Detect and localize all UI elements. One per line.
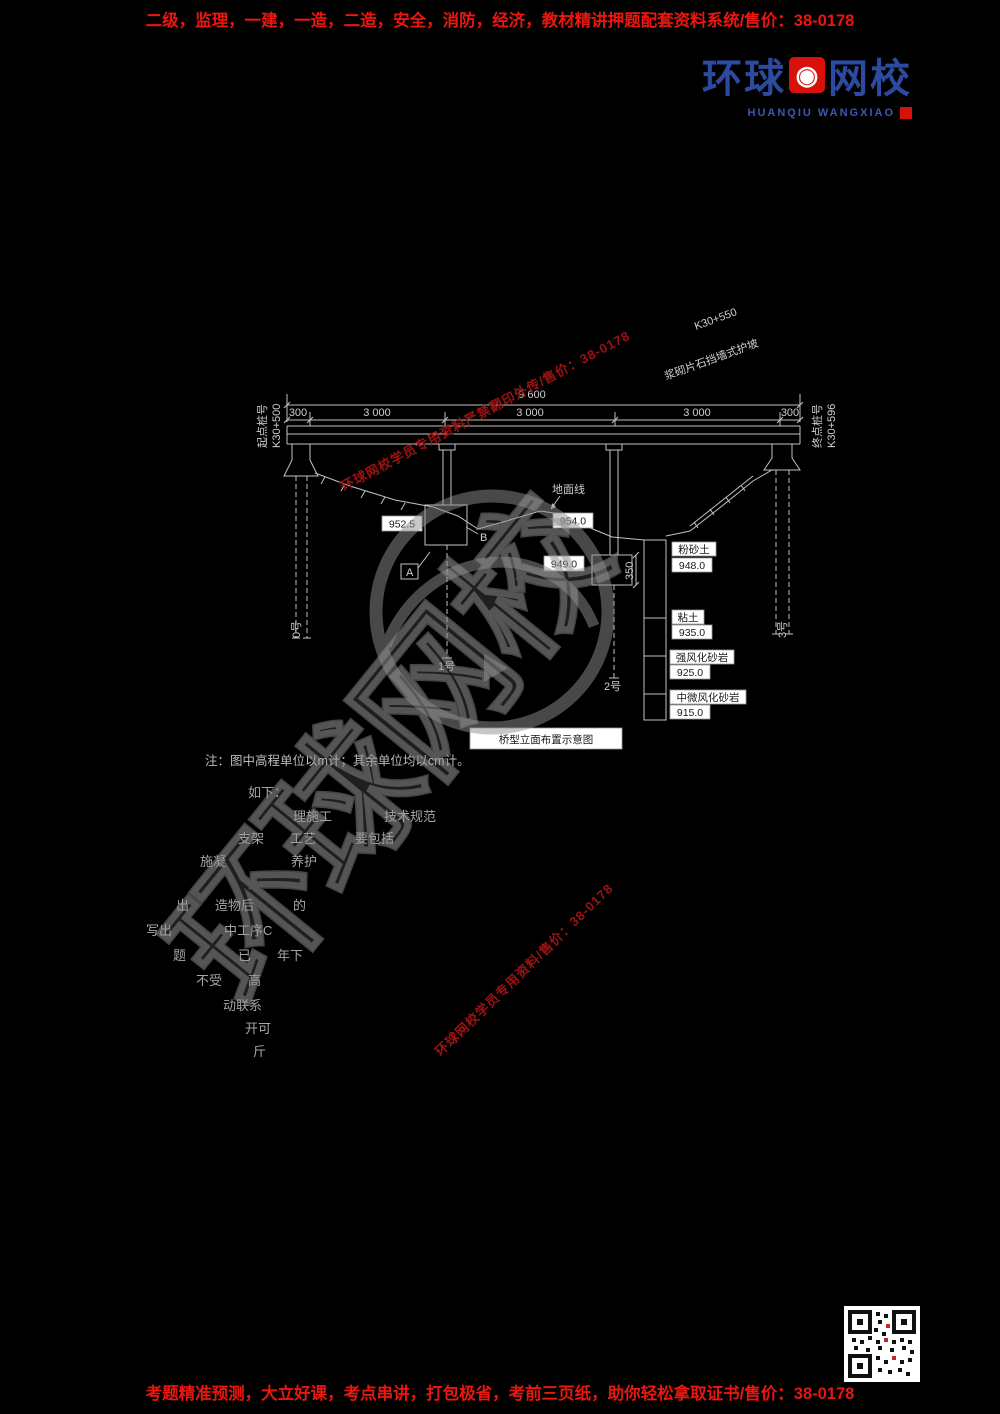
abutment-0: [283, 444, 319, 639]
slope-protection-label: 浆砌片石挡墙式护坡: [662, 336, 760, 383]
pier-3-label: 3号: [776, 621, 789, 638]
body-text-fragment: 施凝 养护: [200, 854, 318, 869]
soil-layer-3-name: 强风化砂岩: [676, 651, 729, 664]
dim-seg-2: 3 000: [363, 407, 391, 419]
abutment-3: [763, 444, 801, 635]
logo-subtitle: HUANQIU WANGXIAO: [747, 107, 895, 119]
top-promo-banner: 二级，监理，一建，一造，二造，安全，消防，经济，教材精讲押题配套资料系统/售价：…: [145, 12, 855, 30]
body-text-fragment: 如下：: [248, 785, 288, 800]
dim-total-label: 9 600: [518, 389, 546, 401]
soil-layer-2-elev: 935.0: [679, 627, 705, 639]
end-station-value: K30+596: [826, 404, 838, 448]
elevation-949-0: 949.0: [543, 555, 585, 572]
logo-globe-icon: ◉: [789, 57, 825, 93]
svg-text:A: A: [406, 567, 414, 579]
soil-layer-1-name: 粉砂土: [678, 543, 710, 556]
school-logo: 环球 ◉ 网校 HUANQIU WANGXIAO: [702, 46, 912, 119]
body-text-fragment: 开可: [245, 1021, 272, 1036]
bridge-deck: [286, 425, 801, 451]
dim-seg-3: 3 000: [516, 407, 544, 419]
dim-seg-4: 3 000: [683, 407, 711, 419]
pier-1-label: 1号: [438, 660, 455, 673]
body-text-fragment: 出 造物后 的: [176, 898, 307, 913]
body-text-fragment: 动联系: [223, 998, 263, 1013]
body-text-fragment: 理施工 技术规范: [293, 809, 437, 824]
circle-logo-watermark: [369, 489, 615, 735]
bridge-elevation-diagram: 9 600 300 3 000 3 000 3 000 300: [255, 306, 838, 750]
soil-layer-1-elev: 948.0: [679, 560, 705, 572]
soil-column: [643, 539, 667, 721]
dim-seg-5: 300: [781, 407, 799, 419]
logo-subtitle-row: HUANQIU WANGXIAO: [702, 107, 912, 119]
point-a-callout: A: [400, 551, 431, 580]
mid-station-label: K30+550: [693, 306, 739, 332]
footing-height-dimension: 350: [624, 551, 640, 589]
logo-text-part2: 网校: [828, 57, 912, 101]
red-diagonal-watermark-lower: 环球网校学员专用资料/售价：38-0178: [432, 880, 617, 1059]
start-station-label: 起点桩号: [255, 404, 269, 448]
svg-text:B: B: [480, 532, 487, 544]
soil-layer-4-name: 中微风化砂岩: [677, 691, 740, 704]
svg-text:949.0: 949.0: [551, 559, 577, 571]
svg-text:桥型立面布置示意图: 桥型立面布置示意图: [499, 733, 594, 746]
dim-seg-1: 300: [289, 407, 307, 419]
logo-text-part1: 环球: [702, 57, 786, 101]
pier-2-label: 2号: [604, 680, 621, 693]
figure-note: 注：图中高程单位以m计；其余单位均以cm计。: [205, 754, 470, 768]
body-text-fragment: 斤: [253, 1044, 267, 1059]
logo-red-square-icon: [900, 107, 912, 119]
bottom-promo-banner: 考题精准预测，大立好课，考点串讲，打包极省，考前三页纸，助你轻松拿取证书/售价：…: [145, 1385, 855, 1403]
point-b-callout: B: [465, 526, 487, 544]
start-station-value: K30+500: [271, 404, 283, 448]
logo-main-row: 环球 ◉ 网校: [702, 46, 912, 104]
ground-line-label: 地面线: [552, 482, 585, 496]
svg-text:350: 350: [624, 562, 636, 580]
soil-layer-labels: 粉砂土 948.0 粘土 935.0 强风化砂岩 925.0 中微风化砂岩 91…: [669, 541, 747, 720]
soil-layer-4-elev: 915.0: [677, 707, 703, 719]
dimension-chain: 9 600 300 3 000 3 000 3 000 300: [283, 389, 804, 426]
pier-0-label: 0号: [290, 621, 303, 638]
qr-code: [844, 1306, 920, 1382]
body-text-fragment: 支架 工艺 要包括: [238, 831, 395, 846]
body-text-fragment: 不受 高: [196, 973, 262, 988]
body-text-fragment: 题 已 年下: [173, 948, 304, 963]
soil-layer-2-name: 粘土: [678, 611, 699, 624]
body-text-fragment: 写出 中工序C: [146, 923, 273, 938]
soil-layer-3-elev: 925.0: [677, 667, 703, 679]
end-station-label: 终点桩号: [810, 404, 824, 448]
